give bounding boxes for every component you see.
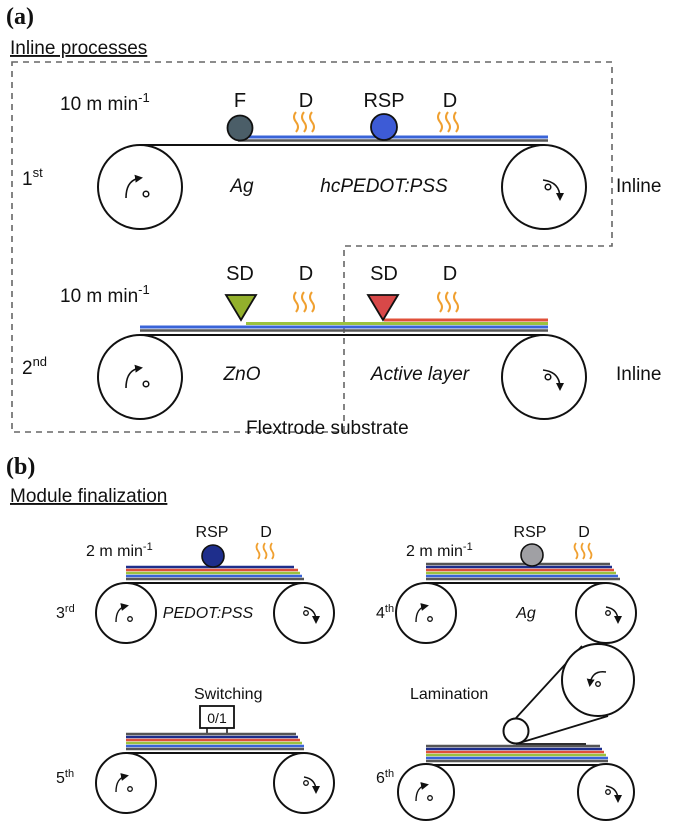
step-6: Lamination 6th [376, 643, 635, 821]
lamination-roll-rotation-arrow [586, 671, 607, 687]
row1-tool-rsp: RSP [363, 90, 404, 112]
row2-pass-number: 2nd [22, 354, 47, 379]
row1-layer-ag: Ag [229, 176, 254, 197]
step4-right-rotation-arrow [605, 606, 622, 624]
row1-right-axle [544, 183, 552, 191]
row2-speed: 10 m min-1 [60, 282, 150, 307]
row1-rsp-roller [370, 113, 398, 141]
row2-left-rotation-arrow [125, 364, 143, 389]
step-3: 2 m min-1 3rd RSP D PEDOT:PSS [56, 524, 335, 644]
step5-pass-number: 5th [56, 768, 74, 787]
step-5: Switching 5th 0/1 [56, 686, 335, 814]
row2-mode-label: Inline [616, 364, 661, 385]
switching-box-label: 0/1 [207, 710, 227, 726]
step4-speed: 2 m min-1 [406, 541, 473, 560]
row1-pass-number: 1st [22, 165, 43, 190]
step5-left-roller [95, 752, 157, 814]
step4-tool-drying: D [578, 524, 590, 541]
row-1: 10 m min-1 1st Inline F D RSP D Ag hcPED… [22, 90, 661, 230]
row2-slot-die-red [366, 294, 400, 322]
row1-heat-icon-1 [293, 111, 315, 133]
flextrode-substrate-label: Flextrode substrate [246, 418, 409, 439]
row2-layer-active: Active layer [370, 364, 470, 385]
step6-left-axle [427, 795, 433, 801]
step6-left-roller [397, 763, 455, 821]
step4-left-rotation-arrow [415, 603, 429, 623]
row2-heat-icon-1 [293, 291, 315, 313]
step4-heat-icon [573, 542, 593, 560]
step3-pass-number: 3rd [56, 603, 75, 622]
step3-speed: 2 m min-1 [86, 541, 153, 560]
row1-mode-label: Inline [616, 176, 661, 197]
step6-left-rotation-arrow [415, 782, 429, 802]
step3-right-axle [303, 610, 309, 616]
lamination-foil-roll-axle [595, 681, 601, 687]
row2-right-roller [501, 334, 587, 420]
step3-heat-icon [255, 542, 275, 560]
step3-right-rotation-arrow [303, 606, 320, 624]
step3-tool-drying: D [260, 524, 272, 541]
row2-right-rotation-arrow [542, 369, 564, 391]
row1-right-roller [501, 144, 587, 230]
step5-left-axle [127, 786, 133, 792]
row1-layer-hcpedot: hcPEDOT:PSS [320, 176, 448, 197]
lamination-foil-return [515, 715, 609, 745]
row1-flexo-roller [226, 114, 254, 142]
step4-left-axle [427, 616, 433, 622]
step-4: 2 m min-1 4th RSP D Ag [376, 524, 637, 644]
step5-right-axle [303, 780, 309, 786]
step4-left-roller [395, 582, 457, 644]
inline-process-boundary [11, 61, 613, 433]
step4-right-axle [605, 610, 611, 616]
panel-a-title: Inline processes [10, 38, 147, 59]
step5-left-rotation-arrow [115, 773, 129, 793]
row2-left-axle [142, 380, 150, 388]
row1-left-rotation-arrow [125, 174, 143, 199]
row2-left-roller [97, 334, 183, 420]
step4-pass-number: 4th [376, 603, 394, 622]
step3-left-rotation-arrow [115, 603, 129, 623]
panel-a-label: (a) [6, 4, 34, 30]
step4-layer-ag: Ag [515, 605, 536, 622]
step3-rsp-roller [201, 544, 225, 568]
step6-right-axle [605, 789, 611, 795]
row2-tool-drying-2: D [443, 263, 457, 285]
lamination-nip-roller [502, 717, 530, 745]
row2-right-axle [544, 373, 552, 381]
lamination-foil-roll [561, 643, 635, 717]
step3-layer-pedot: PEDOT:PSS [163, 605, 254, 622]
step6-title: Lamination [410, 686, 488, 703]
row2-layer-zno: ZnO [223, 364, 261, 385]
row1-tool-flexo: F [234, 90, 246, 112]
row1-left-roller [97, 144, 183, 230]
step4-tool-rsp: RSP [514, 524, 547, 541]
panel-b-title: Module finalization [10, 486, 167, 507]
step3-left-roller [95, 582, 157, 644]
row1-tool-drying-2: D [443, 90, 457, 112]
panel-b-label: (b) [6, 454, 35, 480]
row1-tool-drying-1: D [299, 90, 313, 112]
row1-heat-icon-2 [437, 111, 459, 133]
row2-slot-die-green [224, 294, 258, 322]
row2-heat-icon-2 [437, 291, 459, 313]
row1-speed: 10 m min-1 [60, 90, 150, 115]
step5-right-rotation-arrow [303, 776, 320, 794]
switching-box [199, 705, 235, 729]
row1-left-axle [142, 190, 150, 198]
step3-left-axle [127, 616, 133, 622]
step5-title: Switching [194, 686, 262, 703]
step6-pass-number: 6th [376, 768, 394, 787]
row2-tool-slot-die-1: SD [226, 263, 254, 285]
row2-tool-slot-die-2: SD [370, 263, 398, 285]
row-2: 10 m min-1 2nd Inline Flextrode substrat… [22, 263, 661, 439]
row1-right-rotation-arrow [542, 179, 564, 201]
step3-tool-rsp: RSP [196, 524, 229, 541]
step6-right-rotation-arrow [605, 785, 622, 803]
row2-tool-drying-1: D [299, 263, 313, 285]
step4-rsp-roller [520, 543, 544, 567]
